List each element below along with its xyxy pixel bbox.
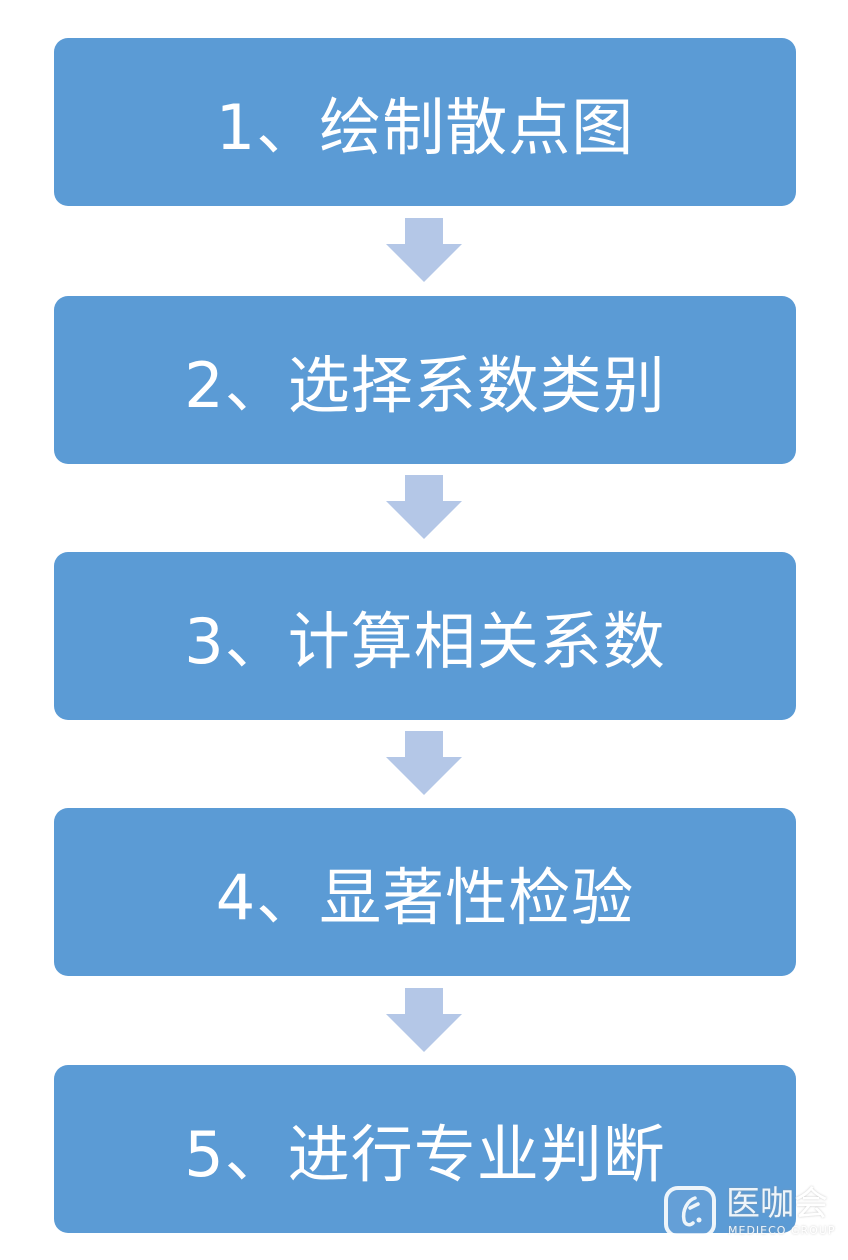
- watermark-subtitle: MEDIECO GROUP: [728, 1224, 836, 1237]
- watermark-title: 医咖会: [726, 1184, 828, 1224]
- step-label-5: 5、进行专业判断: [184, 1118, 666, 1191]
- mediceo-logo-icon: [664, 1186, 716, 1238]
- step-label-3: 3、计算相关系数: [184, 605, 666, 678]
- down-arrow-icon: [386, 988, 462, 1052]
- step-label-2: 2、选择系数类别: [184, 349, 666, 422]
- step-box-2: 2、选择系数类别: [54, 296, 796, 464]
- step-box-1: 1、绘制散点图: [54, 38, 796, 206]
- step-label-4: 4、显著性检验: [215, 861, 635, 934]
- watermark: 医咖会 MEDIECO GROUP: [664, 1184, 848, 1244]
- down-arrow-icon: [386, 731, 462, 795]
- step-label-1: 1、绘制散点图: [215, 91, 635, 164]
- step-box-5: 5、进行专业判断: [54, 1065, 796, 1233]
- down-arrow-icon: [386, 218, 462, 282]
- down-arrow-icon: [386, 475, 462, 539]
- step-box-4: 4、显著性检验: [54, 808, 796, 976]
- step-box-3: 3、计算相关系数: [54, 552, 796, 720]
